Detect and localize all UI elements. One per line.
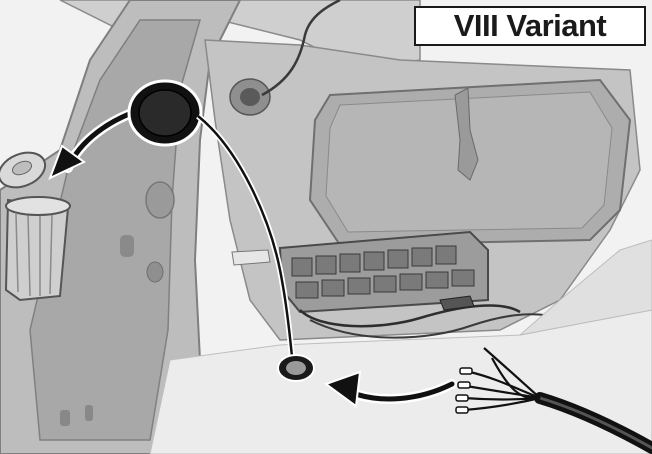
rubber-grommet-icon	[129, 81, 201, 145]
variant-badge-label: VIII Variant	[454, 8, 607, 44]
variant-badge: VIII Variant	[414, 6, 646, 46]
small-grommet-icon	[278, 355, 314, 381]
